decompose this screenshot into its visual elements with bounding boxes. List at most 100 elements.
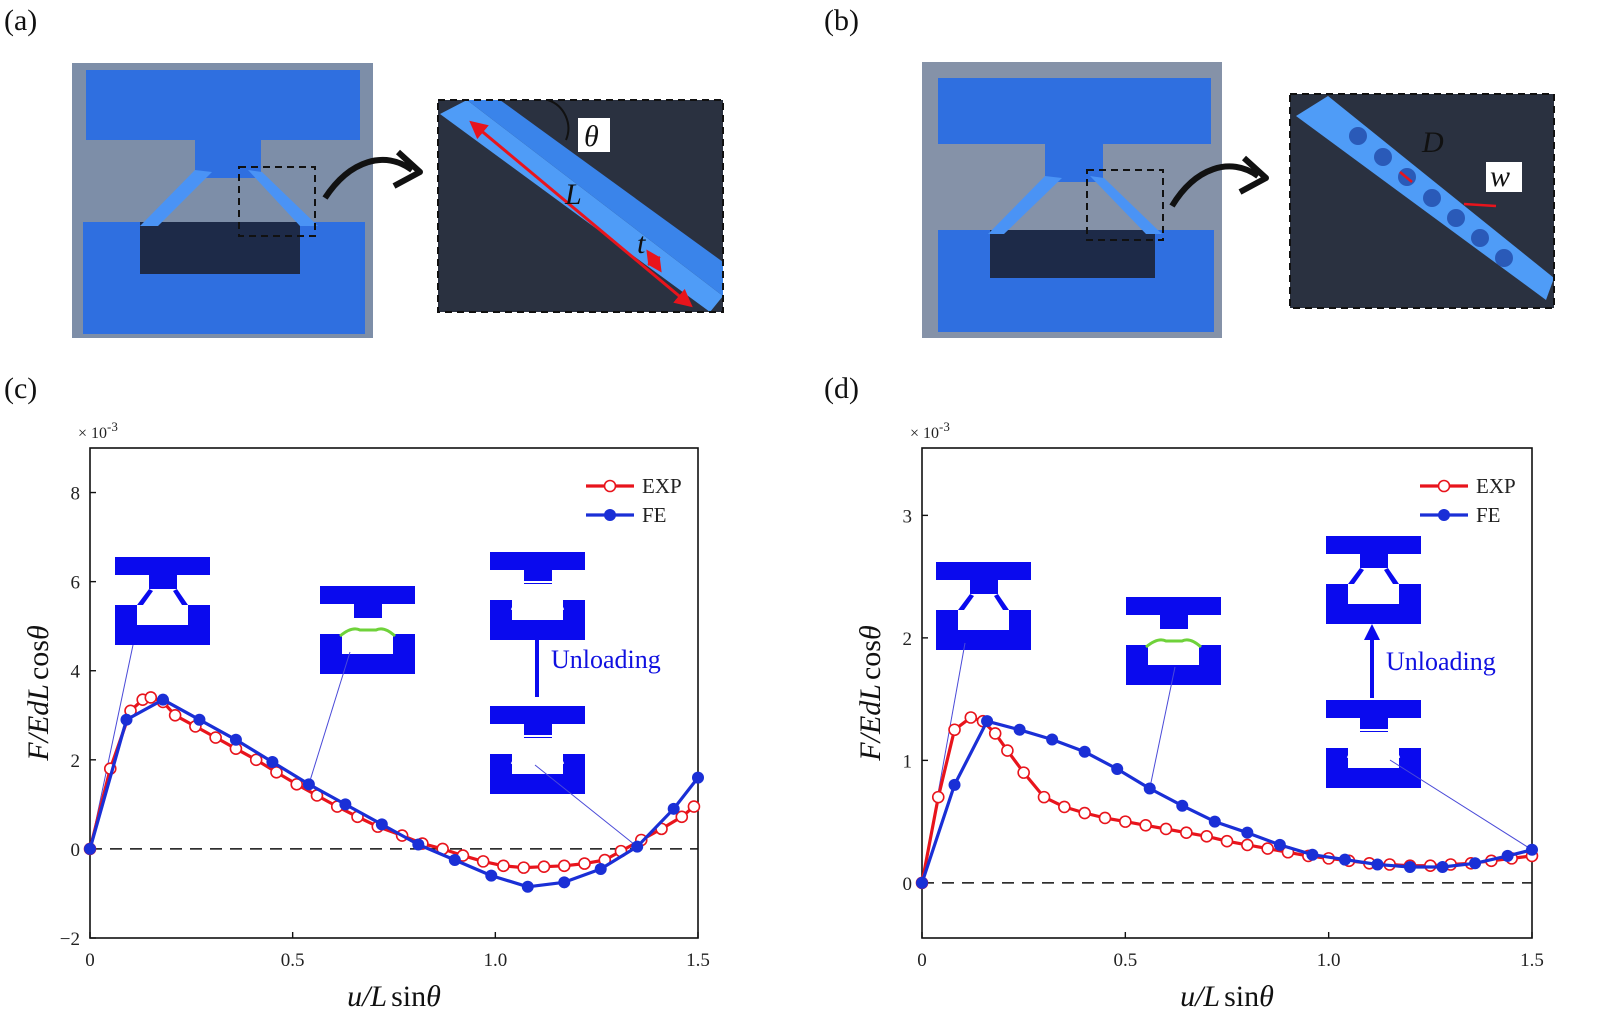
data-point-fe	[266, 756, 279, 769]
y-tick-label: 0	[71, 840, 81, 861]
data-point-exp	[948, 723, 961, 737]
data-point-fe	[1208, 815, 1221, 828]
inset-leader-line	[1149, 666, 1176, 789]
legend-label-exp: EXP	[1476, 474, 1516, 498]
fe-inset-buckled	[1126, 597, 1221, 685]
data-point-fe	[521, 880, 534, 893]
data-point-exp	[1078, 806, 1091, 820]
spacing-marker	[1463, 202, 1497, 208]
data-point-exp	[964, 711, 978, 724]
fe-inset-deformed	[490, 706, 585, 794]
unloading-label: Unloading	[551, 645, 661, 674]
plot-frame	[921, 447, 1533, 939]
data-point-fe	[1526, 843, 1538, 856]
data-point-fe	[667, 802, 680, 815]
x-tick-label: 0	[917, 950, 927, 971]
data-point-fe	[948, 778, 961, 791]
data-point-fe	[1273, 838, 1286, 851]
data-point-fe	[1046, 733, 1059, 746]
data-point-exp	[1058, 800, 1071, 814]
y-axis-label: F/EdLcosθ	[22, 625, 55, 762]
data-point-fe	[692, 771, 704, 784]
data-point-exp	[270, 765, 283, 779]
data-point-exp	[209, 731, 222, 744]
y-tick-label: 8	[71, 484, 81, 505]
length-arrow	[469, 120, 693, 308]
data-point-fe	[1469, 857, 1482, 870]
data-point-exp	[578, 857, 591, 870]
x-tick-label: 0.5	[1113, 950, 1137, 971]
panel-label-d: (d)	[824, 372, 859, 405]
panel-label-c: (c)	[4, 372, 37, 405]
inset-leader-line	[308, 651, 351, 785]
unloading-label: Unloading	[1386, 647, 1496, 676]
data-point-exp	[290, 778, 304, 791]
fe-inset-buckled	[320, 586, 415, 674]
data-point-exp	[687, 800, 701, 813]
panel-label-a: (a)	[4, 4, 37, 37]
data-point-fe	[485, 869, 498, 882]
fe-inset-undeformed	[115, 557, 210, 645]
legend-label-fe: FE	[1476, 503, 1501, 527]
data-point-fe	[120, 713, 133, 726]
data-point-exp	[1261, 842, 1274, 855]
y-tick-label: 2	[903, 629, 913, 650]
data-point-exp	[1159, 822, 1173, 836]
data-point-fe	[1143, 782, 1156, 795]
x-tick-label: 0.5	[281, 950, 305, 971]
spacing-label: w	[1490, 160, 1510, 193]
y-tick-label: 2	[71, 751, 81, 772]
y-multiplier: × 10-3	[78, 419, 118, 442]
diameter-label: D	[1421, 126, 1444, 159]
data-point-fe	[302, 778, 315, 791]
legend-marker	[1437, 479, 1451, 493]
x-tick-label: 0	[85, 950, 95, 971]
data-point-exp	[988, 727, 1002, 740]
y-tick-label: 6	[71, 573, 81, 594]
y-axis-label: F/EdLcosθ	[854, 625, 887, 762]
data-point-exp	[1220, 834, 1234, 848]
data-point-exp	[1001, 744, 1014, 757]
x-tick-label: 1.5	[1520, 950, 1544, 971]
data-point-fe	[229, 733, 242, 746]
data-point-exp	[931, 790, 945, 804]
theta-label: θ	[584, 120, 599, 153]
data-point-fe	[594, 862, 607, 875]
data-point-fe	[916, 876, 928, 889]
fe-inset-undeformed	[936, 562, 1031, 650]
x-tick-label: 1.0	[483, 950, 507, 971]
data-point-exp	[537, 860, 551, 874]
data-point-fe	[1306, 848, 1319, 861]
data-point-exp	[1139, 818, 1152, 832]
series-line-fe	[920, 719, 1533, 884]
data-point-exp	[1119, 815, 1132, 828]
plot-frame	[89, 447, 699, 939]
data-point-exp	[1180, 826, 1193, 839]
data-point-exp	[557, 859, 571, 873]
diameter-marker	[1399, 171, 1413, 183]
data-point-fe	[193, 713, 206, 726]
fe-inset-undeformed	[1326, 536, 1421, 624]
data-point-exp	[476, 855, 490, 868]
data-point-fe	[1436, 860, 1449, 873]
data-point-fe	[448, 854, 461, 867]
series-line-fe	[88, 698, 700, 889]
data-point-fe	[631, 840, 644, 853]
thickness-arrow	[646, 249, 662, 273]
y-tick-label: 1	[903, 751, 913, 772]
length-label: L	[564, 178, 582, 211]
data-point-fe	[981, 715, 994, 728]
unloading-arrow-head	[529, 622, 545, 638]
thickness-label: t	[637, 227, 646, 260]
y-tick-label: 0	[903, 874, 913, 895]
y-tick-label: −2	[60, 929, 80, 950]
zoom-arrow-a	[322, 156, 414, 200]
zoom-box	[238, 166, 316, 237]
x-tick-label: 1.5	[686, 950, 710, 971]
inset-leader-line	[1389, 759, 1533, 851]
data-point-fe	[339, 798, 352, 811]
